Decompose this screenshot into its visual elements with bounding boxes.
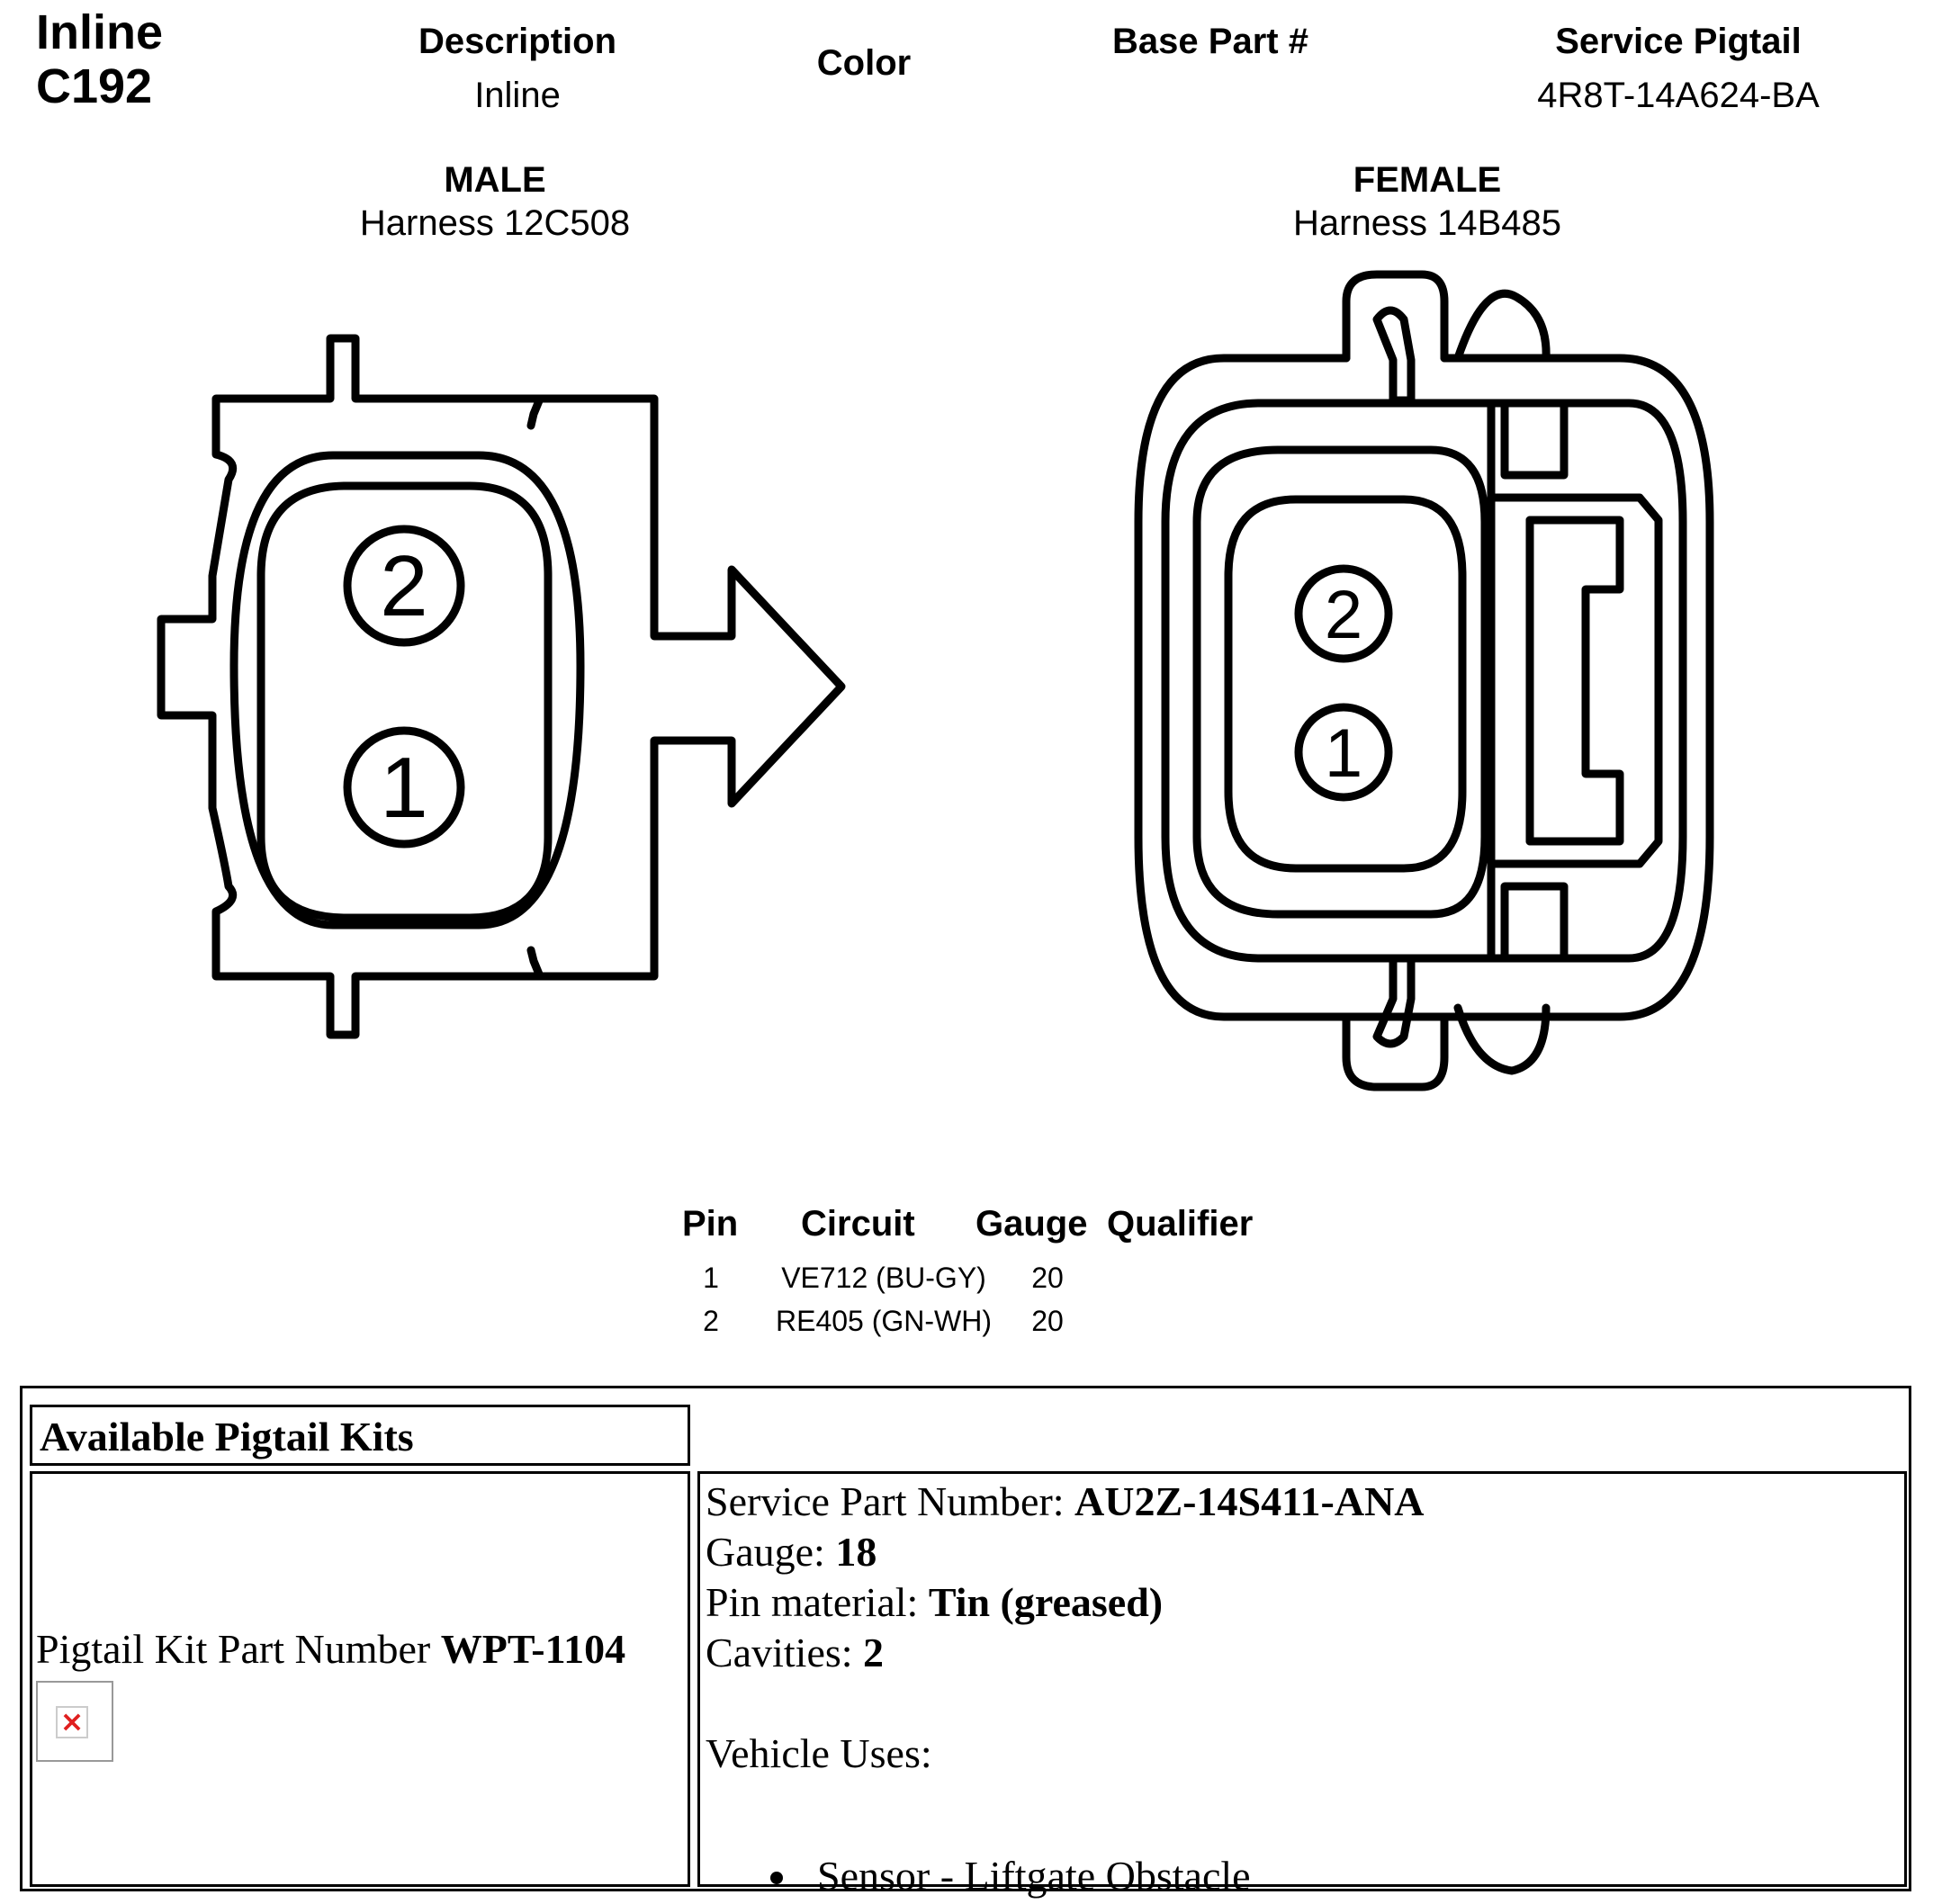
male-outer-insert <box>229 451 585 930</box>
description-column: Description Inline <box>360 14 675 122</box>
broken-image-x-icon: × <box>56 1706 88 1738</box>
female-insert <box>1224 495 1467 873</box>
connector-type: Inline <box>36 5 164 59</box>
circuit-header: Circuit <box>801 1204 915 1244</box>
pin-header: Pin <box>682 1204 739 1244</box>
female-tab-top <box>1372 306 1416 405</box>
gauge-value: 18 <box>835 1529 877 1575</box>
male-connector <box>157 334 846 1039</box>
pigtail-kit-cell: Pigtail Kit Part Number WPT-1104 × <box>30 1471 690 1887</box>
female-inner-ring <box>1192 445 1489 919</box>
female-tab-bottom <box>1372 954 1416 1048</box>
connector-diagram: 2 1 2 1 <box>157 270 1714 1091</box>
row-1-circuit: VE712 (BU-GY) <box>781 1262 986 1294</box>
female-pin-labels: 2 1 <box>1325 577 1362 792</box>
pigtail-kit-part: Pigtail Kit Part Number WPT-1104 <box>36 1625 625 1673</box>
connector-id: C192 <box>36 59 153 113</box>
female-lock-bar <box>1487 493 1663 868</box>
pin-material-label: Pin material: <box>706 1579 919 1625</box>
male-pin-2-label: 2 <box>380 538 427 634</box>
broken-image-icon[interactable]: × <box>36 1681 113 1762</box>
female-lock-lower <box>1500 882 1569 963</box>
description-label: Description <box>418 22 617 61</box>
qualifier-header: Qualifier <box>1107 1204 1254 1244</box>
service-pigtail-label: Service Pigtail <box>1555 22 1802 61</box>
cavities-label: Cavities: <box>706 1630 853 1675</box>
row-2-gauge: 20 <box>1031 1305 1064 1337</box>
base-part-column: Base Part # <box>1062 14 1359 68</box>
row-1-gauge: 20 <box>1031 1262 1064 1294</box>
pin-material-line: Pin material: Tin (greased) <box>706 1578 1163 1626</box>
service-part-line: Service Part Number: AU2Z-14S411-ANA <box>706 1477 1425 1525</box>
row-2-circuit: RE405 (GN-WH) <box>775 1305 992 1337</box>
pigtail-kit-part-number: WPT-1104 <box>440 1626 626 1672</box>
color-column: Color <box>774 36 954 90</box>
female-lock-inner <box>1525 516 1624 846</box>
cavities-value: 2 <box>863 1630 885 1675</box>
female-latch-bottom <box>1342 1012 1449 1091</box>
male-pin-labels: 2 1 <box>380 538 427 836</box>
female-mid-shell <box>1161 399 1687 963</box>
base-part-label: Base Part # <box>1112 22 1308 61</box>
pigtail-details-cell: Service Part Number: AU2Z-14S411-ANA Gau… <box>697 1471 1907 1899</box>
female-harness: Harness 14B485 <box>1293 203 1561 243</box>
color-label: Color <box>816 43 912 83</box>
description-value: Inline <box>474 76 561 115</box>
male-pin-2-circle <box>343 525 465 647</box>
female-title: FEMALE Harness 14B485 <box>1157 158 1697 245</box>
pigtail-kits-title: Available Pigtail Kits <box>30 1405 690 1466</box>
vehicle-uses-label: Vehicle Uses: <box>706 1730 932 1776</box>
female-outer-shell <box>1134 354 1714 1021</box>
female-pin-2-circle <box>1294 564 1393 663</box>
row-1-pin: 1 <box>703 1262 719 1294</box>
pigtail-kits-table: Available Pigtail Kits Pigtail Kit Part … <box>20 1386 1911 1899</box>
female-pin-1-circle <box>1294 703 1393 802</box>
vehicle-use-item: Sensor - Liftgate Obstacle <box>817 1853 1251 1899</box>
male-shoulder-bottom <box>526 946 544 981</box>
service-pigtail-value: 4R8T-14A624-BA <box>1537 76 1820 115</box>
female-latch-top <box>1342 270 1449 363</box>
male-pin-1-label: 1 <box>380 740 427 836</box>
male-label: MALE <box>444 160 546 200</box>
cavities-line: Cavities: 2 <box>706 1629 884 1676</box>
male-housing-outline <box>157 334 846 1039</box>
pigtail-kit-part-label: Pigtail Kit Part Number <box>36 1626 431 1672</box>
male-harness: Harness 12C508 <box>359 203 631 243</box>
bullet-icon <box>770 1872 783 1884</box>
male-shoulder-top <box>526 394 544 430</box>
female-pin-1-label: 1 <box>1325 715 1362 792</box>
male-inner-insert <box>256 481 553 922</box>
male-pin-1-circle <box>343 726 465 849</box>
female-ear-top <box>1453 289 1551 363</box>
female-ear-bottom <box>1453 1003 1551 1075</box>
female-lock-upper <box>1500 399 1569 480</box>
gauge-label: Gauge: <box>706 1529 825 1575</box>
female-pin-2-label: 2 <box>1325 577 1362 653</box>
female-connector <box>1134 270 1714 1091</box>
pin-material-value: Tin (greased) <box>928 1579 1164 1625</box>
male-title: MALE Harness 12C508 <box>225 158 765 245</box>
female-label: FEMALE <box>1353 160 1502 200</box>
service-part-number: AU2Z-14S411-ANA <box>1074 1478 1425 1524</box>
gauge-header: Gauge <box>975 1204 1088 1244</box>
row-2-pin: 2 <box>703 1305 719 1337</box>
gauge-line: Gauge: 18 <box>706 1528 877 1576</box>
service-part-label: Service Part Number: <box>706 1478 1065 1524</box>
service-pigtail-column: Service Pigtail 4R8T-14A624-BA <box>1476 14 1881 122</box>
